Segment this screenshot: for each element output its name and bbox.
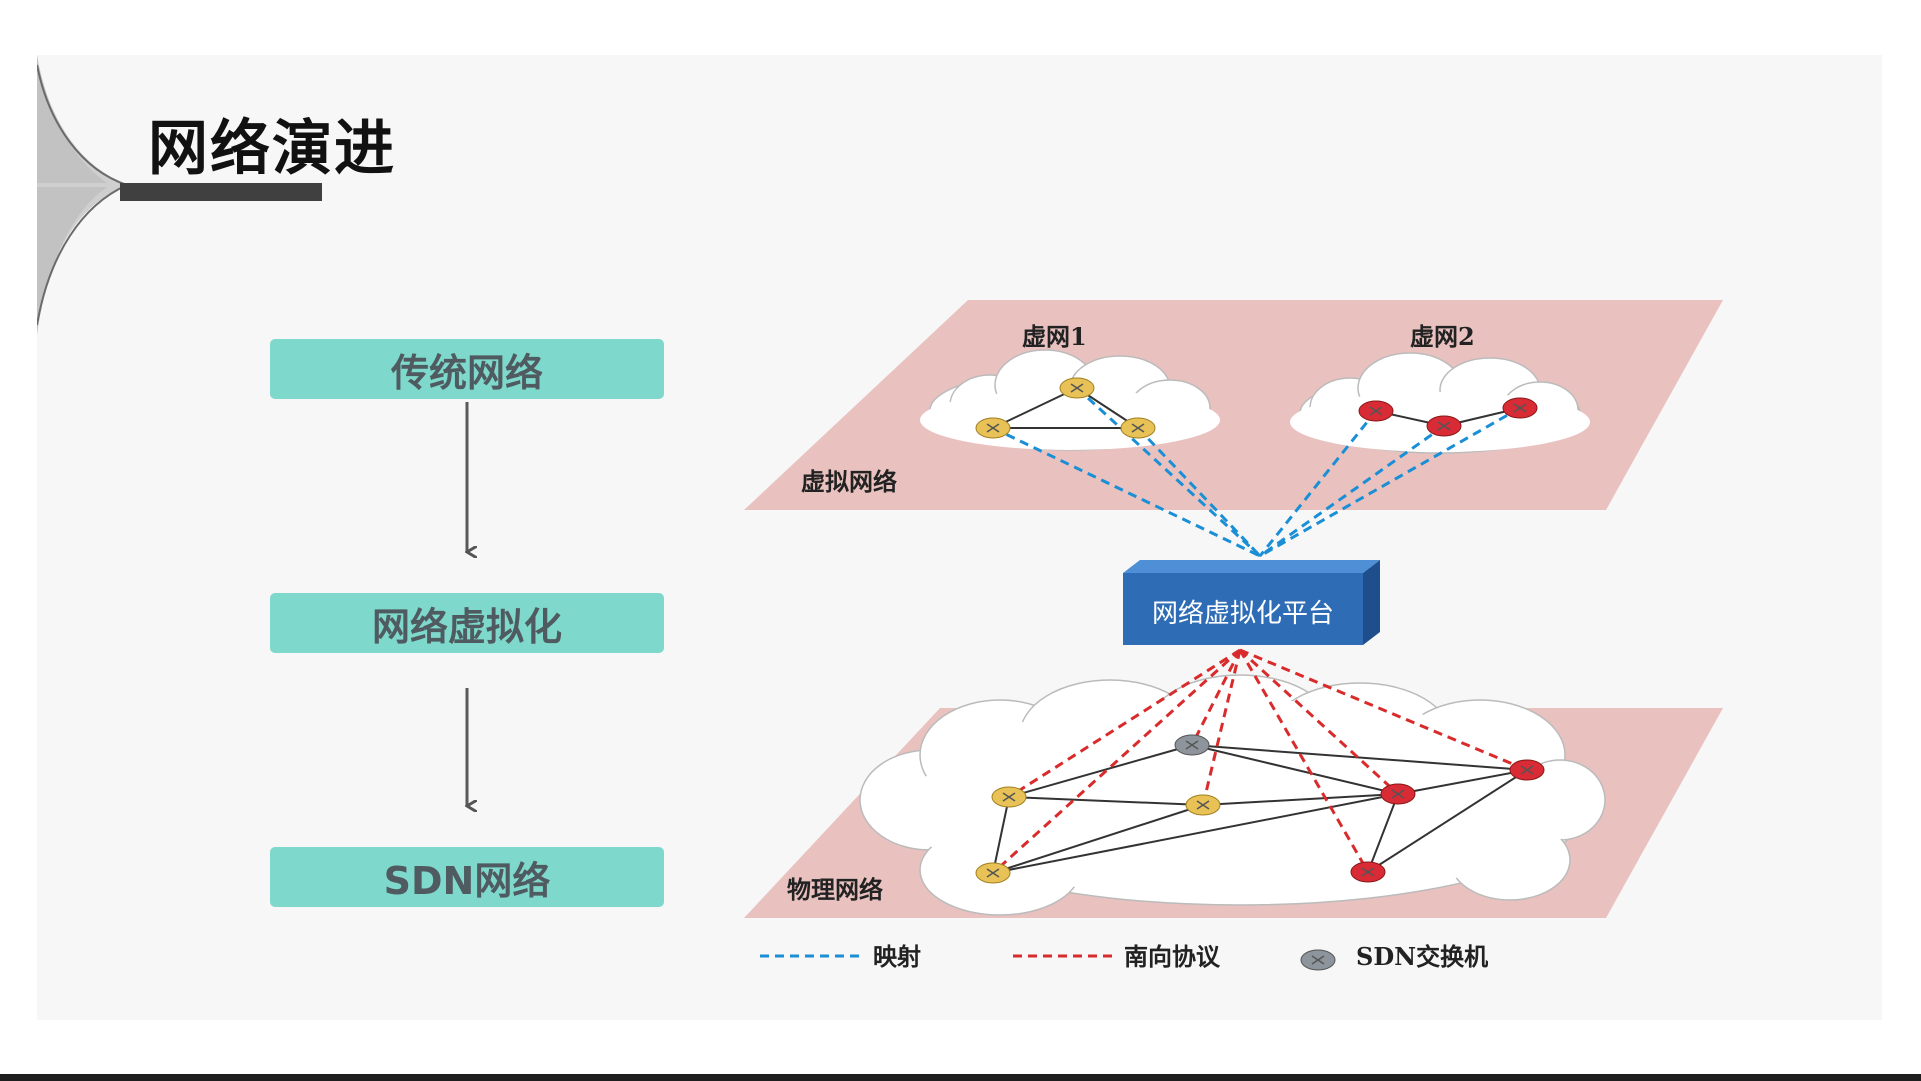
vnet1-label: 虚网1 <box>1022 322 1087 351</box>
legend-southbound-label: 南向协议 <box>1124 942 1221 971</box>
virtual-layer-label: 虚拟网络 <box>801 467 897 496</box>
bottom-bar <box>0 1074 1921 1081</box>
physical-switch <box>976 863 1010 883</box>
vnet1-switch <box>1121 418 1155 438</box>
physical-switch <box>1381 784 1415 804</box>
platform-label: 网络虚拟化平台 <box>1152 599 1334 629</box>
physical-switch <box>1186 795 1220 815</box>
vnet2-switch <box>1359 401 1393 421</box>
physical-layer-label: 物理网络 <box>787 875 883 904</box>
vnet1-switch <box>976 418 1010 438</box>
vnet2-switch <box>1427 416 1461 436</box>
legend-mapping-label: 映射 <box>873 942 921 971</box>
sdn-switch-icon <box>1175 735 1209 755</box>
physical-switch <box>992 787 1026 807</box>
legend: 映射 南向协议 SDN交换机 <box>760 942 1488 971</box>
physical-switch <box>1510 760 1544 780</box>
sdn-switch-icon <box>1301 950 1335 970</box>
vnet2-label: 虚网2 <box>1410 322 1475 351</box>
physical-switch <box>1351 862 1385 882</box>
vnet1-switch <box>1060 378 1094 398</box>
legend-sdn-switch-label: SDN交换机 <box>1356 942 1488 971</box>
virtualization-platform-box: 网络虚拟化平台 <box>1123 560 1380 645</box>
vnet2-switch <box>1503 398 1537 418</box>
